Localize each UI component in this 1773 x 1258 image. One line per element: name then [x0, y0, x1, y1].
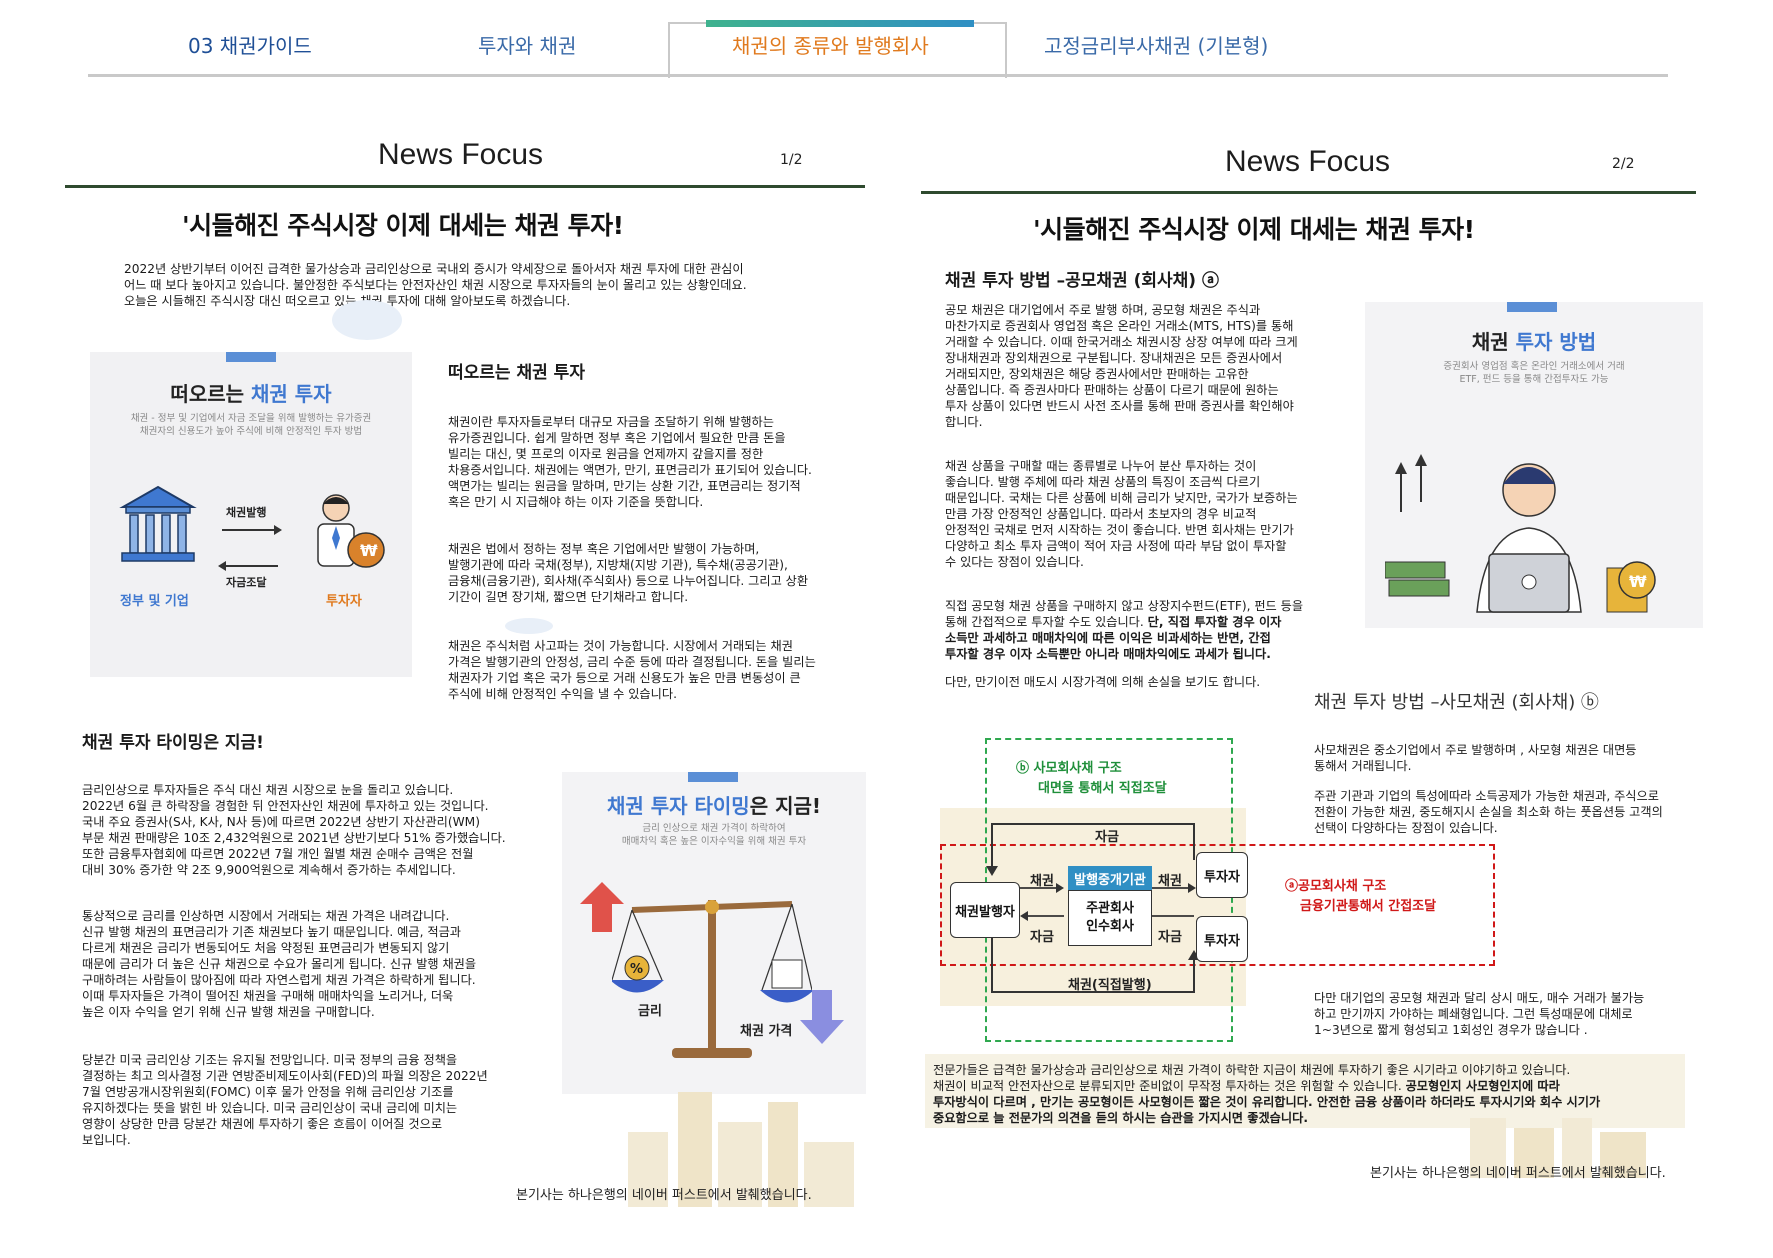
tab-bond-guide[interactable]: 03 채권가이드 — [188, 34, 312, 58]
right-para-private-bond-2: 주관 기관과 기업의 특성에따라 소득공제가 가능한 채권과, 주식으로 전환이… — [1314, 789, 1663, 835]
left-para-timing-1: 금리인상으로 투자자들은 주식 대신 채권 시장으로 눈을 돌리고 있습니다. … — [82, 783, 506, 877]
right-para-private-bond-1: 사모채권은 중소기업에서 주로 발행하며 , 사모형 채권은 대면등 통해서 거… — [1314, 743, 1637, 773]
left-para-timing-2: 통상적으로 금리를 인상하면 시장에서 거래되는 채권 가격은 내려갑니다. 신… — [82, 909, 477, 1019]
illus3-title: 채권 투자 방법 — [1471, 330, 1597, 354]
right-title-rule — [921, 191, 1696, 194]
illus2-left-label: 금리 — [638, 1004, 662, 1019]
diagram-bond-label-2: 채권 — [1158, 874, 1182, 889]
bank-icon — [119, 485, 197, 562]
tab-bond-types-issuers[interactable]: 채권의 종류와 발행회사 — [732, 34, 929, 58]
left-section-timing: 채권 투자 타이밍은 지금! — [82, 733, 264, 753]
right-page-number: 2/2 — [1612, 156, 1635, 172]
illus3-subtitle: 증권회사 영업점 혹은 온라인 거래소에서 거래 ETF, 펀드 등을 통해 간… — [1443, 361, 1625, 385]
tab-investment-and-bonds[interactable]: 투자와 채권 — [478, 34, 577, 58]
public-bond-label-2: 금융기관통해서 간접조달 — [1300, 899, 1437, 914]
public-bond-structure-box — [940, 844, 1495, 966]
illus1-arrow2-label: 자금조달 — [226, 576, 267, 589]
right-para-public-bond-3: 직접 공모형 채권 상품을 구매하지 않고 상장지수펀드(ETF), 펀드 등을… — [945, 599, 1304, 661]
svg-text:₩: ₩ — [1629, 572, 1647, 591]
left-para-bond-issuers: 채권은 법에서 정하는 정부 혹은 기업에서만 발행이 가능하며, 발행기관에 … — [448, 542, 809, 604]
left-headline: '시들해진 주식시장 이제 대세는 채권 투자! — [182, 211, 624, 240]
left-para-timing-3: 당분간 미국 금리인상 기조는 유지될 전망입니다. 미국 정부의 금융 정책을… — [82, 1053, 488, 1147]
left-para-bond-definition: 채권이란 투자자들로부터 대규모 자금을 조달하기 위해 발행하는 유가증권입니… — [448, 415, 812, 509]
right-section-public-bond: 채권 투자 방법 –공모채권 (회사채) ⓐ — [945, 271, 1219, 291]
illus-rising-bond-panel: 떠오르는 채권 투자 채권 - 정부 및 기업에서 자금 조달을 위해 발행하는… — [90, 352, 412, 677]
diagram-investor-box-2: 투자자 — [1196, 916, 1248, 962]
header-divider — [88, 74, 1668, 77]
svg-text:₩: ₩ — [360, 541, 378, 560]
illus1-title: 떠오르는 채권 투자 — [170, 382, 332, 406]
illus1-left-label: 정부 및 기업 — [120, 594, 189, 609]
left-page-number: 1/2 — [780, 152, 803, 168]
right-para-public-bond-4: 다만, 만기이전 매도시 시장가격에 의해 손실을 보기도 합니다. — [945, 675, 1261, 689]
diagram-agency-box: 주관회사 인수회사 — [1068, 890, 1152, 946]
exchange-arrows-icon — [218, 525, 282, 571]
right-para-public-bond-2: 채권 상품을 구매할 때는 종류별로 나누어 분산 투자하는 것이 좋습니다. … — [945, 459, 1298, 569]
right-news-focus-title: News Focus — [1225, 145, 1391, 178]
right-credit: 본기사는 하나은행의 네이버 퍼스트에서 발췌했습니다. — [1370, 1166, 1666, 1181]
right-para-private-bond-3: 다만 대기업의 공모형 채권과 달리 상시 매도, 매수 거래가 불가능 하고 … — [1314, 991, 1645, 1037]
investor-icon: ₩ — [317, 494, 385, 568]
arrow-down-icon — [800, 990, 844, 1044]
diagram-bond-label-1: 채권 — [1030, 874, 1054, 889]
illus2-right-label: 채권 가격 — [740, 1024, 793, 1039]
private-bond-label-1: ⓑ 사모회사채 구조 — [1016, 761, 1122, 776]
city-skyline-decor-right — [1470, 1118, 1646, 1178]
diagram-funds-label-2: 자금 — [1158, 930, 1182, 945]
left-news-focus-title: News Focus — [378, 138, 544, 171]
private-bond-label-2: 대면을 통해서 직접조달 — [1038, 781, 1167, 796]
decor-cloud — [332, 300, 402, 340]
diagram-funds-label-1: 자금 — [1030, 930, 1054, 945]
city-skyline-decor — [628, 1092, 854, 1207]
right-para-public-bond-1: 공모 채권은 대기업에서 주로 발행 하며, 공모형 채권은 주식과 마찬가지로… — [945, 303, 1298, 429]
illus-investment-method-panel: 채권 투자 방법 증권회사 영업점 혹은 온라인 거래소에서 거래 ETF, 펀… — [1365, 302, 1703, 628]
public-bond-label-1: ⓐ공모회사채 구조 — [1285, 879, 1387, 894]
illus1-subtitle: 채권 - 정부 및 기업에서 자금 조달을 위해 발행하는 유가증권 채권자의 … — [130, 413, 372, 437]
illus1-right-label: 투자자 — [326, 594, 362, 609]
diagram-direct-issue: 채권(직접발행) — [1068, 978, 1152, 993]
illus-timing-panel: 채권 투자 타이밍은 지금! 금리 인상으로 채권 가격이 하락하여 매매차익 … — [562, 772, 866, 1094]
diagram-funds-top: 자금 — [1095, 830, 1119, 845]
diagram-issuer-box: 채권발행자 — [950, 882, 1020, 938]
left-intro: 2022년 상반기부터 이어진 급격한 물가상승과 금리인상으로 국내외 증시가… — [124, 262, 747, 308]
investor-laptop-icon: ₩ — [1385, 454, 1656, 613]
diagram-agency-header: 발행중개기관 — [1068, 866, 1152, 890]
illus2-subtitle: 금리 인상으로 채권 가격이 하락하여 매매차익 혹은 높은 이자수익을 위해 … — [621, 823, 807, 847]
right-section-private-bond: 채권 투자 방법 –사모채권 (회사채) ⓑ — [1314, 692, 1599, 713]
arrow-up-icon — [580, 882, 624, 932]
tab-fixed-rate-bond[interactable]: 고정금리부사채권 (기본형) — [1044, 34, 1269, 58]
left-section-rising-bond: 떠오르는 채권 투자 — [448, 363, 585, 383]
right-summary-text: 전문가들은 급격한 물가상승과 금리인상으로 채권 가격이 하락한 지금이 채권… — [933, 1063, 1601, 1125]
balance-scale-icon: % — [612, 900, 812, 1058]
left-title-rule — [65, 185, 865, 188]
illus1-arrow1-label: 채권발행 — [226, 506, 267, 519]
right-summary-box — [925, 1054, 1685, 1128]
illus2-title: 채권 투자 타이밍은 지금! — [606, 794, 822, 818]
left-para-bond-trading: 채권은 주식처럼 사고파는 것이 가능합니다. 시장에서 거래되는 채권 가격은… — [448, 639, 816, 701]
illus2-percent-mark: % — [630, 962, 643, 977]
right-headline: '시들해진 주식시장 이제 대세는 채권 투자! — [1033, 215, 1475, 244]
active-tab-indicator — [706, 20, 974, 27]
diagram-investor-box-1: 투자자 — [1196, 852, 1248, 898]
left-credit: 본기사는 하나은행의 네이버 퍼스트에서 발췌했습니다. — [516, 1188, 812, 1203]
